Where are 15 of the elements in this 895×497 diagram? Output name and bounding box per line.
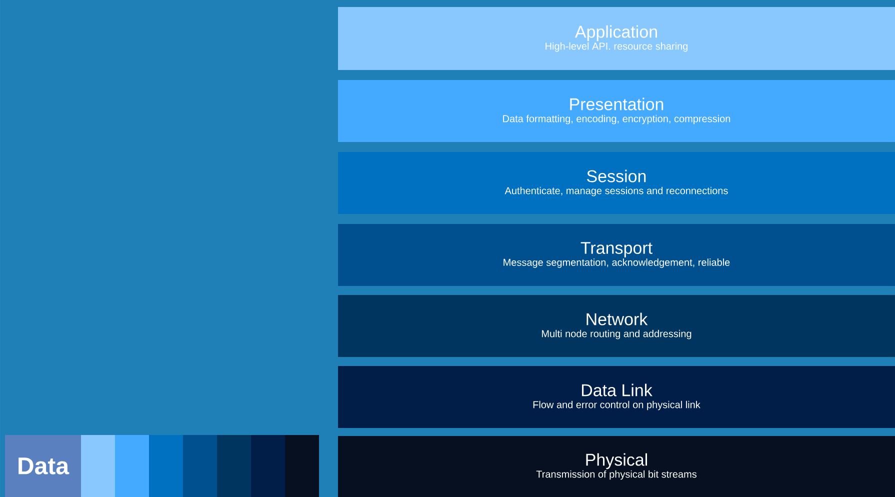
- layer-box: Application High-level API. resource sharing: [338, 7, 895, 70]
- color-segment: [251, 435, 285, 497]
- layer-box: Presentation Data formatting, encoding, encryption, compression: [338, 80, 895, 142]
- layer-box: Data Link Flow and error control on physical link: [338, 366, 895, 428]
- layer-box: Session Authenticate, manage sessions and reconnections: [338, 152, 895, 214]
- layer-box: Transport Message segmentation, acknowledgement, reliable: [338, 224, 895, 286]
- color-segment: [115, 435, 149, 497]
- color-segment: [149, 435, 183, 497]
- data-block: Data: [5, 435, 81, 497]
- color-segment: [285, 435, 319, 497]
- color-segment: [217, 435, 251, 497]
- color-segment: [183, 435, 217, 497]
- layer-box: Network Multi node routing and addressing: [338, 295, 895, 357]
- layer-box: Physical Transmission of physical bit streams: [338, 436, 895, 497]
- color-segment: [81, 435, 115, 497]
